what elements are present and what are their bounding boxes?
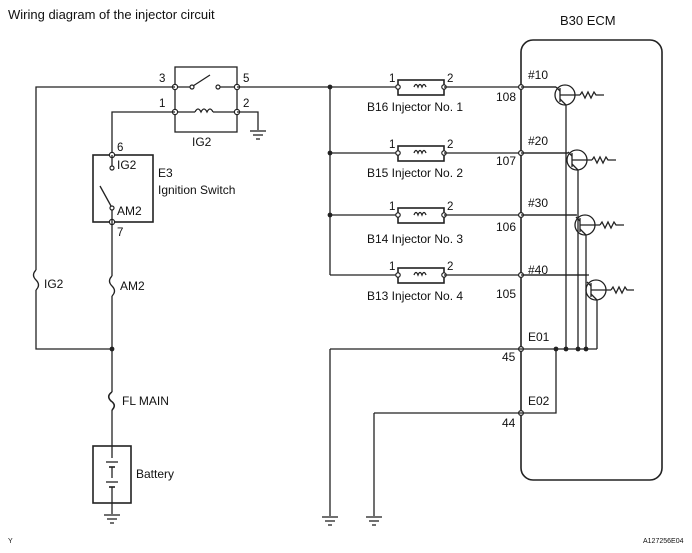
injector-4-pin-out: 2: [447, 261, 453, 273]
ground-icon: [104, 514, 120, 524]
injector-1-label: B16 Injector No. 1: [367, 100, 463, 114]
battery-label: Battery: [136, 467, 174, 481]
ecm-signal-e01: E01: [528, 330, 550, 344]
injector-4-label: B13 Injector No. 4: [367, 289, 463, 303]
injector-2-label: B15 Injector No. 2: [367, 166, 463, 180]
injector-2-pin-out: 2: [447, 139, 453, 151]
injector-1-pin-out: 2: [447, 73, 453, 85]
ground-icon: [322, 516, 338, 526]
ignition-switch: 6 7 IG2 AM2: [92, 142, 154, 239]
ecm-pin-108: 108: [496, 90, 516, 104]
switch-code: E3: [158, 166, 173, 180]
ecm-signal-e02: E02: [528, 394, 550, 408]
ecm-pin-44: 44: [502, 416, 516, 430]
ig2-relay: 3 5 1 2 IG2: [159, 66, 249, 149]
injector-4: 1 2 B13 Injector No. 4: [330, 261, 589, 303]
switch-pin-7: 7: [117, 227, 123, 239]
relay-terminal-5: 5: [243, 73, 249, 85]
ecm-pin-107: 107: [496, 154, 516, 168]
fl-main-label: FL MAIN: [122, 394, 169, 408]
switch-name: Ignition Switch: [158, 183, 235, 197]
relay-terminal-1: 1: [159, 98, 165, 110]
figure-code: A127256E04: [643, 538, 684, 545]
ig2-fuse-icon: [32, 269, 40, 291]
ecm-label: B30 ECM: [560, 13, 616, 28]
battery-icon: [92, 445, 132, 504]
fl-main-fuse-icon: [107, 391, 116, 411]
relay-terminal-3: 3: [159, 73, 165, 85]
ecm-pin-45: 45: [502, 350, 516, 364]
relay-terminal-2: 2: [243, 98, 249, 110]
transistor-4-icon: [585, 279, 634, 349]
injector-3-pin-in: 1: [389, 201, 395, 213]
switch-pos-ig2: IG2: [117, 158, 137, 172]
diagram-title: Wiring diagram of the injector circuit: [8, 7, 215, 22]
injector-2-pin-in: 1: [389, 139, 395, 151]
injector-3-pin-out: 2: [447, 201, 453, 213]
ecm-box: [520, 39, 663, 481]
injector-3-label: B14 Injector No. 3: [367, 232, 463, 246]
switch-pos-am2: AM2: [117, 204, 142, 218]
footer-left-mark: Y: [8, 538, 13, 545]
am2-fuse-label: AM2: [120, 279, 145, 293]
transistor-2-icon: [566, 149, 616, 349]
switch-pin-6: 6: [117, 142, 123, 154]
injector-1: 1 2 B16 Injector No. 1: [330, 73, 556, 114]
injector-2: 1 2 B15 Injector No. 2: [330, 139, 568, 180]
ecm-signal-10: #10: [528, 68, 548, 82]
ecm-pin-106: 106: [496, 220, 516, 234]
injector-4-pin-in: 1: [389, 261, 395, 273]
injector-1-pin-in: 1: [389, 73, 395, 85]
ecm-signal-30: #30: [528, 196, 548, 210]
ground-icon: [366, 516, 382, 526]
ground-icon: [250, 130, 266, 140]
ecm-signal-20: #20: [528, 134, 548, 148]
ig2-fuse-label: IG2: [44, 277, 64, 291]
ecm-signal-40: #40: [528, 263, 548, 277]
relay-label: IG2: [192, 135, 212, 149]
am2-fuse-icon: [108, 275, 116, 297]
transistor-1-icon: [554, 84, 604, 349]
ecm-pin-105: 105: [496, 287, 516, 301]
transistor-3-icon: [574, 214, 624, 349]
injector-3: 1 2 B14 Injector No. 3: [330, 201, 577, 246]
